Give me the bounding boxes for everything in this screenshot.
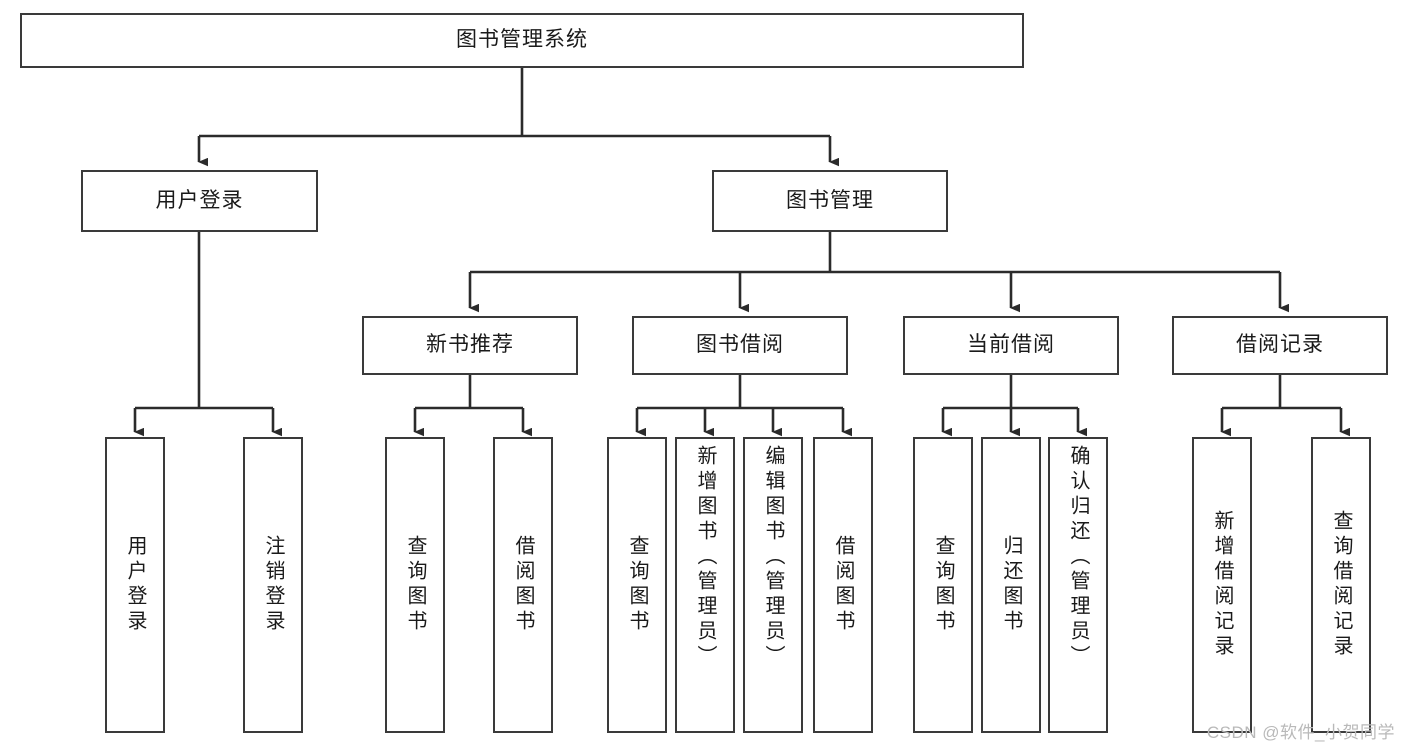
leaf-add-borrow-record[interactable]: 新增借阅记录 [1192,437,1252,733]
node-label: 借阅图书 [832,535,854,635]
leaf-query-book-borrow[interactable]: 查询图书 [607,437,667,733]
node-label: 新增图书（管理员） [694,445,716,670]
node-label: 确认归还（管理员） [1067,445,1089,670]
node-root-system[interactable]: 图书管理系统 [20,13,1024,68]
node-borrow-record[interactable]: 借阅记录 [1172,316,1388,375]
node-label: 当前借阅 [967,333,1055,357]
leaf-logout[interactable]: 注销登录 [243,437,303,733]
node-current-borrow[interactable]: 当前借阅 [903,316,1119,375]
node-label: 图书借阅 [696,333,784,357]
watermark: CSDN @软件_小贺同学 [1206,723,1395,742]
leaf-user-login[interactable]: 用户登录 [105,437,165,733]
node-label: 图书管理 [786,188,874,212]
node-book-management[interactable]: 图书管理 [712,170,948,232]
node-label: 新增借阅记录 [1211,510,1233,660]
leaf-query-book-current[interactable]: 查询图书 [913,437,973,733]
node-label: 借阅图书 [512,535,534,635]
node-label: 用户登录 [124,535,146,635]
node-label: 查询借阅记录 [1330,510,1352,660]
node-label: 编辑图书（管理员） [762,445,784,670]
node-new-book-recommend[interactable]: 新书推荐 [362,316,578,375]
leaf-borrow-book-newbook[interactable]: 借阅图书 [493,437,553,733]
leaf-edit-book-admin[interactable]: 编辑图书（管理员） [743,437,803,733]
leaf-query-borrow-record[interactable]: 查询借阅记录 [1311,437,1371,733]
node-user-login[interactable]: 用户登录 [81,170,318,232]
node-label: 查询图书 [404,535,426,635]
node-label: 用户登录 [155,188,244,212]
node-label: 图书管理系统 [456,28,588,52]
leaf-return-book[interactable]: 归还图书 [981,437,1041,733]
leaf-add-book-admin[interactable]: 新增图书（管理员） [675,437,735,733]
node-book-borrow[interactable]: 图书借阅 [632,316,848,375]
node-label: 归还图书 [1000,535,1022,635]
node-label: 查询图书 [626,535,648,635]
node-label: 新书推荐 [426,333,514,357]
leaf-confirm-return-admin[interactable]: 确认归还（管理员） [1048,437,1108,733]
node-label: 注销登录 [262,535,284,635]
node-label: 查询图书 [932,535,954,635]
node-label: 借阅记录 [1236,333,1324,357]
leaf-borrow-book[interactable]: 借阅图书 [813,437,873,733]
leaf-query-book-newbook[interactable]: 查询图书 [385,437,445,733]
